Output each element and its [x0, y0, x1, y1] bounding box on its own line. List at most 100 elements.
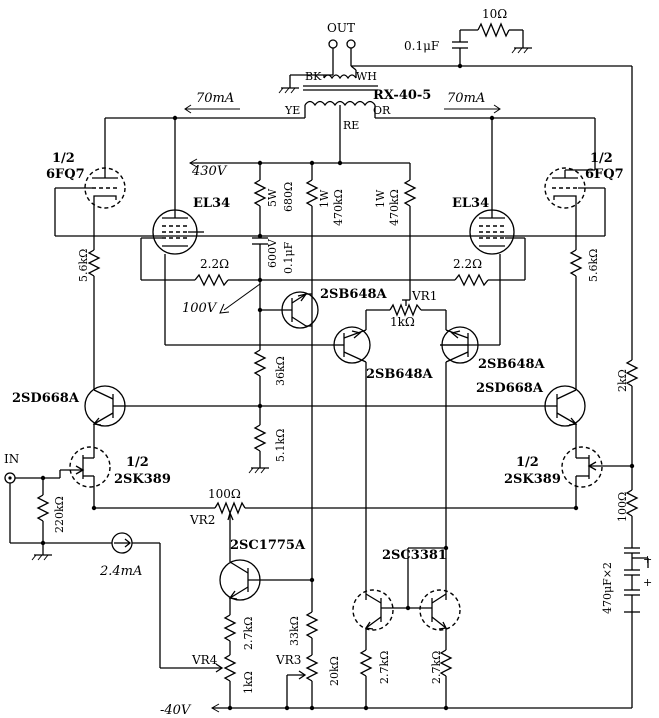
svg-text:2.2Ω: 2.2Ω — [200, 257, 229, 271]
resistor-36k: 36kΩ — [253, 349, 287, 425]
resistor-220k: 220kΩ — [36, 478, 66, 555]
or-label: OR — [373, 104, 391, 117]
hv-label: 430V — [191, 164, 228, 179]
svg-text:2SK389: 2SK389 — [504, 472, 561, 487]
transistor-2sd668a-right: 2SD668A — [476, 381, 586, 427]
bk-label: BK — [305, 70, 322, 83]
svg-text:1/2: 1/2 — [52, 151, 75, 166]
vr3-trimmer[interactable]: VR3 20kΩ — [275, 653, 341, 708]
jfet-2sk389-left: 1/2 2SK389 — [60, 446, 171, 508]
resistor-33k: 33kΩ — [288, 600, 319, 655]
zobel-resistor — [477, 22, 510, 38]
svg-text:36kΩ: 36kΩ — [274, 356, 287, 386]
resistor-5-6k-right: 5.6kΩ — [569, 245, 600, 385]
svg-text:2SD668A: 2SD668A — [12, 391, 80, 406]
resistor-680: 5W 680Ω — [253, 163, 295, 238]
re-label: RE — [343, 119, 359, 132]
svg-text:5.1kΩ: 5.1kΩ — [274, 429, 287, 462]
vr2-trimmer[interactable]: 100Ω VR2 — [94, 487, 576, 555]
svg-text:1W: 1W — [374, 189, 387, 208]
svg-text:2SB648A: 2SB648A — [320, 287, 388, 302]
transformer-model: RX-40-5 — [373, 88, 431, 103]
svg-text:2.7kΩ: 2.7kΩ — [242, 617, 255, 650]
svg-text:+: + — [643, 576, 652, 589]
resistor-470k-a: 1W 470kΩ — [305, 163, 345, 600]
neg-rail: -40V — [160, 612, 633, 718]
output-transformer: BK WH RX-40-5 YE OR RE — [284, 65, 431, 163]
current-arrow-right: 70mA — [444, 91, 501, 114]
svg-text:470kΩ: 470kΩ — [332, 189, 345, 226]
svg-text:680Ω: 680Ω — [282, 182, 295, 212]
resistor-2-2-left: 2.2Ω — [194, 257, 260, 287]
zobel-res-label: 10Ω — [482, 7, 507, 21]
svg-text:5.6kΩ: 5.6kΩ — [587, 249, 600, 282]
svg-text:6FQ7: 6FQ7 — [46, 167, 85, 182]
ye-label: YE — [284, 104, 300, 117]
svg-text:1/2: 1/2 — [590, 151, 613, 166]
svg-text:0.1μF: 0.1μF — [282, 241, 295, 274]
resistor-470k-b: 1W 470kΩ — [374, 163, 417, 300]
transistor-2sb648a-left: 2SB648A — [332, 326, 434, 382]
svg-text:2.2Ω: 2.2Ω — [453, 257, 482, 271]
svg-text:6FQ7: 6FQ7 — [585, 167, 624, 182]
vr4-trimmer[interactable]: VR4 1kΩ — [159, 640, 255, 708]
output-ground — [278, 74, 333, 94]
el34-left: EL34 — [141, 196, 230, 255]
transistor-2sc1775a: 2SC1775A — [219, 538, 312, 601]
tube-6fq7-right: 1/2 6FQ7 — [544, 151, 624, 209]
svg-text:VR3: VR3 — [275, 653, 301, 667]
zobel-cap-label: 0.1μF — [404, 39, 439, 53]
svg-text:1kΩ: 1kΩ — [242, 671, 255, 694]
svg-text:5W: 5W — [266, 188, 279, 207]
input-terminal[interactable]: IN — [4, 452, 19, 484]
svg-text:100Ω: 100Ω — [616, 492, 629, 522]
svg-text:5.6kΩ: 5.6kΩ — [77, 249, 90, 282]
svg-text:2.4mA: 2.4mA — [99, 564, 142, 579]
out-label: OUT — [327, 21, 355, 35]
svg-text:600V: 600V — [266, 238, 279, 268]
svg-text:70mA: 70mA — [196, 91, 234, 106]
svg-text:2SD668A: 2SD668A — [476, 381, 544, 396]
svg-text:2SC1775A: 2SC1775A — [230, 538, 306, 553]
svg-text:2kΩ: 2kΩ — [616, 369, 629, 392]
svg-text:470kΩ: 470kΩ — [388, 189, 401, 226]
svg-text:1kΩ: 1kΩ — [390, 315, 415, 329]
resistor-5-1k: 5.1kΩ — [248, 424, 287, 474]
zobel-network: 0.1μF 10Ω — [404, 7, 632, 69]
transistor-2sb648a-right: 2SB648A — [440, 326, 546, 372]
vr1-trimmer[interactable]: VR1 1kΩ — [366, 289, 446, 329]
capacitor-600v: 600V 0.1μF — [252, 237, 295, 280]
primary-winding — [304, 100, 376, 107]
svg-text:100V: 100V — [182, 301, 218, 316]
svg-text:EL34: EL34 — [452, 196, 489, 211]
hv-rail: 430V — [188, 158, 410, 179]
svg-text:1W: 1W — [318, 189, 331, 208]
svg-text:33kΩ: 33kΩ — [288, 616, 301, 646]
resistor-2-7k-a: 2.7kΩ — [223, 614, 255, 655]
svg-text:EL34: EL34 — [193, 196, 230, 211]
voltage-100v: 100V — [182, 283, 261, 316]
current-source: 2.4mA — [99, 532, 142, 579]
el34-right: EL34 — [452, 196, 525, 255]
svg-text:2SK389: 2SK389 — [114, 472, 171, 487]
out-terminal-right[interactable] — [346, 39, 356, 49]
svg-text:1/2: 1/2 — [126, 455, 149, 470]
capacitor-470uf: 470μF×2 + + — [601, 547, 652, 614]
svg-text:1/2: 1/2 — [516, 455, 539, 470]
svg-text:VR2: VR2 — [189, 513, 215, 527]
resistor-2-7k-c: 2.7kΩ — [430, 649, 453, 708]
svg-text:2.7kΩ: 2.7kΩ — [430, 651, 443, 684]
resistor-5-6k-left: 5.6kΩ — [77, 245, 101, 385]
secondary-winding — [323, 74, 357, 80]
output-terminals: OUT — [327, 21, 460, 75]
out-terminal-left[interactable] — [328, 39, 338, 49]
svg-text:2.7kΩ: 2.7kΩ — [378, 651, 391, 684]
jfet-2sk389-right: 1/2 2SK389 — [504, 446, 632, 508]
svg-text:2SB648A: 2SB648A — [366, 367, 434, 382]
transistor-2sc3381-pair: 2SC3381 — [352, 547, 461, 631]
svg-text:VR1: VR1 — [411, 289, 437, 303]
svg-text:220kΩ: 220kΩ — [53, 496, 66, 533]
neg-label: -40V — [160, 703, 192, 718]
current-arrow-left: 70mA — [184, 91, 240, 114]
in-label: IN — [4, 452, 19, 466]
